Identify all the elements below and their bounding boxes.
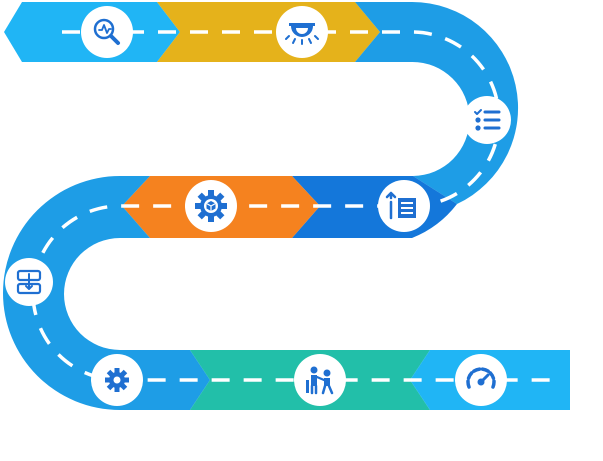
upper-curve-segment [355, 1, 519, 205]
road-center-dashes [31, 30, 558, 382]
milestone-node [91, 354, 143, 406]
list-upload-icon [385, 191, 416, 220]
checklist-icon [474, 109, 501, 131]
lower-curve-segment [3, 176, 210, 410]
milestone-node [276, 6, 328, 58]
milestone-node [455, 354, 507, 406]
milestone-node [378, 180, 430, 232]
analytics-magnifier-icon [93, 18, 120, 45]
server-download-icon [16, 269, 42, 295]
teamwork-people-icon [306, 366, 334, 395]
milestone-nodes [5, 6, 511, 406]
milestone-node [294, 354, 346, 406]
settings-cube-icon [195, 190, 227, 222]
center-dashed-line [31, 30, 558, 382]
milestone-node [81, 6, 133, 58]
milestone-node [5, 258, 53, 306]
ceiling-light-icon [285, 23, 319, 45]
speedometer-icon [466, 367, 496, 389]
milestone-node [185, 180, 237, 232]
milestone-circle [294, 354, 346, 406]
milestone-node [463, 96, 511, 144]
gear-icon [105, 368, 129, 392]
